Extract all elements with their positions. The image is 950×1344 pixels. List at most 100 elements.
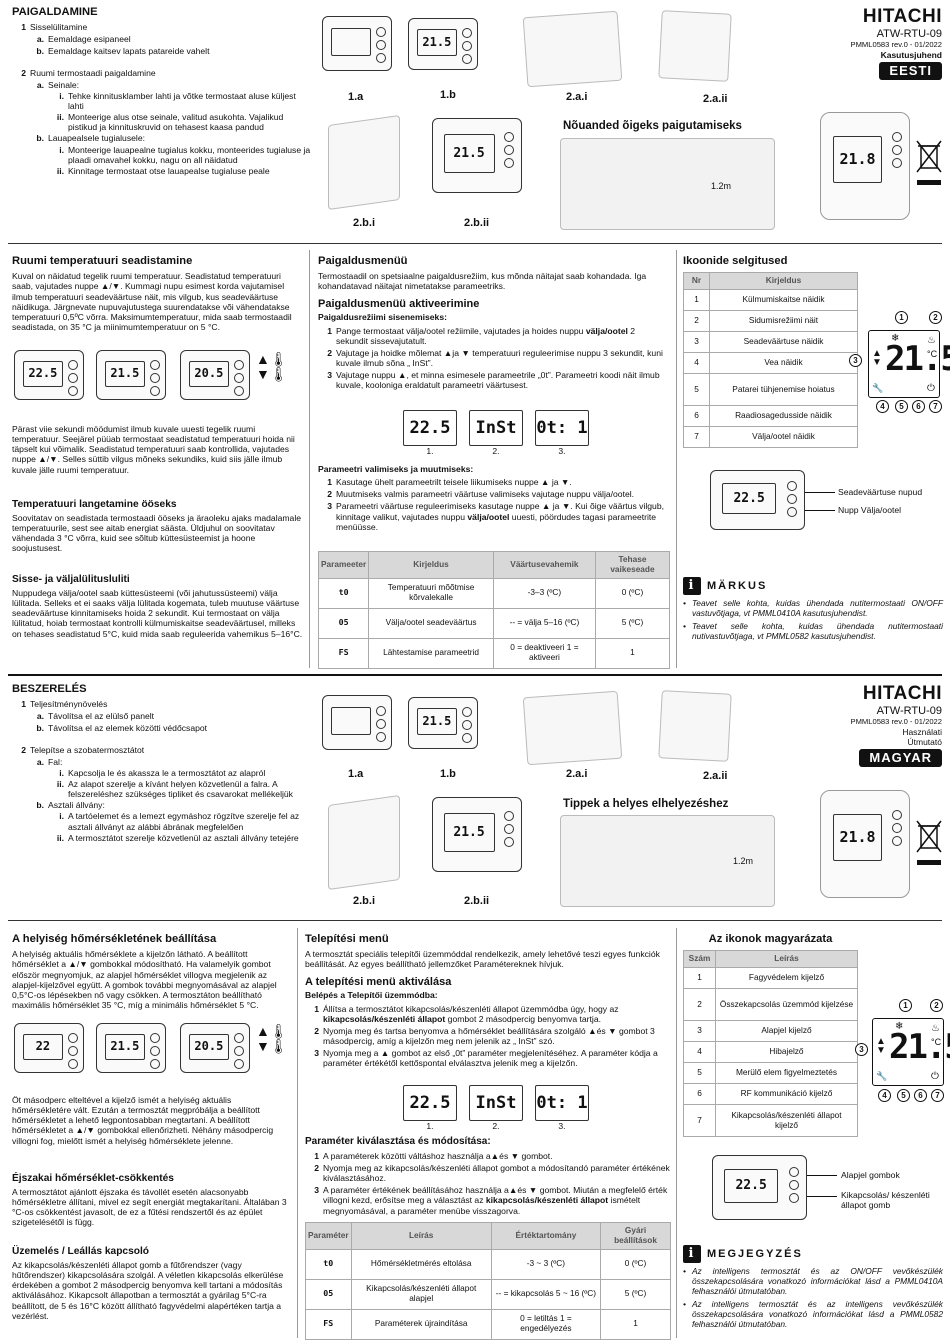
callout-3: 3 xyxy=(849,354,862,367)
note-1: Teavet selle kohta, kuidas ühendada nuti… xyxy=(691,598,943,618)
fig-label-2bii: 2.b.ii xyxy=(464,217,490,229)
callout-3: 3 xyxy=(855,1043,868,1056)
fig-1b-thermostat: 21.5 xyxy=(408,697,478,749)
callout-6: 6 xyxy=(912,400,925,413)
placement-title: Tippek a helyes elhelyezéshez xyxy=(563,798,729,810)
divider xyxy=(8,920,942,921)
leader-line xyxy=(805,510,835,511)
note-title: MEGJEGYZÉS xyxy=(707,1247,803,1260)
fig-2aii-illustration xyxy=(658,10,732,82)
room-temp-section: Ruumi temperatuuri seadistamine Kuval on… xyxy=(12,255,302,334)
lcd-icons-diagram: 21.5 °C ▲▼ 🔧 ♨ ❄ ⏻ xyxy=(872,1018,950,1086)
fig-1a-thermostat xyxy=(322,695,392,750)
step-1a: Távolítsa el az elülső panelt xyxy=(48,711,155,722)
step-2b: Asztali állvány: xyxy=(48,800,105,811)
menu-enter-title: Belépés a Telepítői üzemmódba: xyxy=(305,990,438,1001)
room-temp-section: A helyiség hőmérsékletének beállítása A … xyxy=(12,933,292,1012)
fig-label-2ai: 2.a.i xyxy=(566,91,588,103)
step-2a-ii: Az alapot szerelje a kívánt helyen közve… xyxy=(68,779,293,800)
param-select-title: Paraméter kiválasztása és módosítása: xyxy=(305,1136,491,1147)
step-2a: Seinale: xyxy=(48,79,80,90)
select-step-1: A paraméterek közötti váltáshoz használj… xyxy=(323,1150,553,1161)
param-select-title: Parameetri valimiseks ja muutmiseks: xyxy=(318,464,474,474)
fig-label-2aii: 2.a.ii xyxy=(703,93,728,105)
brand-block: HITACHI ATW-RTU-09 PMML0583 rev.0 - 01/2… xyxy=(790,6,942,80)
lcd-caption-3: 3. xyxy=(558,1121,566,1131)
enter-step-3: Nyomja meg a ▲ gombot az első „0t” param… xyxy=(323,1048,658,1069)
lcd-unit: °C xyxy=(927,349,938,359)
callout-1: 1 xyxy=(899,999,912,1012)
install-menu-section: Paigaldusmenüü Termostaadil on spetsiaal… xyxy=(318,255,668,392)
step-2: Telepítse a szobatermosztátot xyxy=(30,744,145,755)
language-badge: MAGYAR xyxy=(859,749,942,767)
standby-button-label: Kikapcsolás/ készenléti állapot gomb xyxy=(841,1190,930,1211)
menu-intro: Termostaadil on spetsiaalne paigaldusrež… xyxy=(318,271,647,292)
menu-activate-title: A telepítési menü aktiválása xyxy=(305,975,452,988)
doc-type: Kasutusjuhend xyxy=(880,50,942,61)
setpoint-buttons-label: Seadeväärtuse nupud xyxy=(838,487,923,497)
callout-2: 2 xyxy=(930,999,943,1012)
lcd-caption-3: 3. xyxy=(558,446,566,456)
step-1: Sisselülitamine xyxy=(30,22,88,33)
divider xyxy=(8,243,942,244)
flame-icon: ♨ xyxy=(931,1023,940,1034)
wrench-icon: 🔧 xyxy=(876,1071,888,1081)
lcd-big-value: 21.5 xyxy=(889,1027,950,1067)
fig-1a-thermostat xyxy=(322,16,392,71)
onoff-text: Nuppudega välja/ootel saab küttesüsteemi… xyxy=(12,588,303,639)
menu-activate-title: Paigaldusmenüü aktiveerimine xyxy=(318,297,480,310)
onoff-text: Az kikapcsolás/készenléti állapot gomb a… xyxy=(12,1260,284,1321)
placement-room-illustration: 1.2m xyxy=(560,815,775,907)
setpoint-buttons-label: Alapjel gombok xyxy=(841,1170,900,1180)
callout-1: 1 xyxy=(895,311,908,324)
room-temp-p1: Kuval on näidatud tegelik ruumi temperat… xyxy=(12,271,292,332)
callout-5: 5 xyxy=(897,1089,910,1102)
step-2b-ii: Kinnitage termostaat otse lauapealse tug… xyxy=(68,165,270,176)
enter-step-1: Pange termostaat välja/ootel režiimile, … xyxy=(336,325,636,346)
leader-line xyxy=(807,1175,837,1176)
room-display-3: 20.5 xyxy=(180,1023,250,1073)
weee-bin-icon xyxy=(915,818,943,868)
room-temp-p1: A helyiség aktuális hőmérséklete a kijel… xyxy=(12,949,277,1010)
menu-title: Paigaldusmenüü xyxy=(318,255,408,267)
power-icon: ⏻ xyxy=(927,383,935,394)
callout-4: 4 xyxy=(876,400,889,413)
column-divider xyxy=(676,250,677,668)
fig-2ai-illustration xyxy=(522,10,623,88)
install-title: PAIGALDAMINE xyxy=(12,6,98,18)
room-display-2: 21.5 xyxy=(96,1023,166,1073)
enter-step-2: Vajutage ja hoidke mõlemat ▲ja ▼ tempera… xyxy=(336,347,663,369)
fig-label-2ai: 2.a.i xyxy=(566,768,588,780)
enter-step-2: Nyomja meg és tartsa benyomva a hőmérsék… xyxy=(323,1025,655,1047)
lcd-step-3: 0t: 1 xyxy=(535,410,589,446)
note-1: Az intelligens termosztát és az ON/OFF v… xyxy=(691,1266,943,1296)
model-number: ATW-RTU-09 xyxy=(876,705,942,718)
step-2: Ruumi termostaadi paigaldamine xyxy=(30,67,156,78)
step-1b: Távolítsa el az elemek közötti védőcsapo… xyxy=(48,722,208,733)
callout-7: 7 xyxy=(929,400,942,413)
menu-title: Telepítési menü xyxy=(305,933,389,945)
room-display-2: 21.5 xyxy=(96,350,166,400)
step-1: Teljesítménynövelés xyxy=(30,699,108,710)
icons-title: Ikoonide selgitused xyxy=(683,255,788,267)
power-icon: ⏻ xyxy=(931,1071,939,1082)
lcd-unit: °C xyxy=(931,1037,942,1047)
brand-logo: HITACHI xyxy=(862,683,942,704)
doc-type: Használati xyxy=(902,727,942,738)
lcd-icons-diagram: 21.5 °C ▲▼ 🔧 ♨ ❄ ⏻ xyxy=(868,330,950,398)
model-number: ATW-RTU-09 xyxy=(876,28,942,41)
placement-title: Nõuanded õigeks paigutamiseks xyxy=(563,120,742,132)
leader-line xyxy=(807,1196,837,1197)
lcd-step-2: InSt xyxy=(469,410,523,446)
brand-logo: HITACHI xyxy=(862,6,942,27)
